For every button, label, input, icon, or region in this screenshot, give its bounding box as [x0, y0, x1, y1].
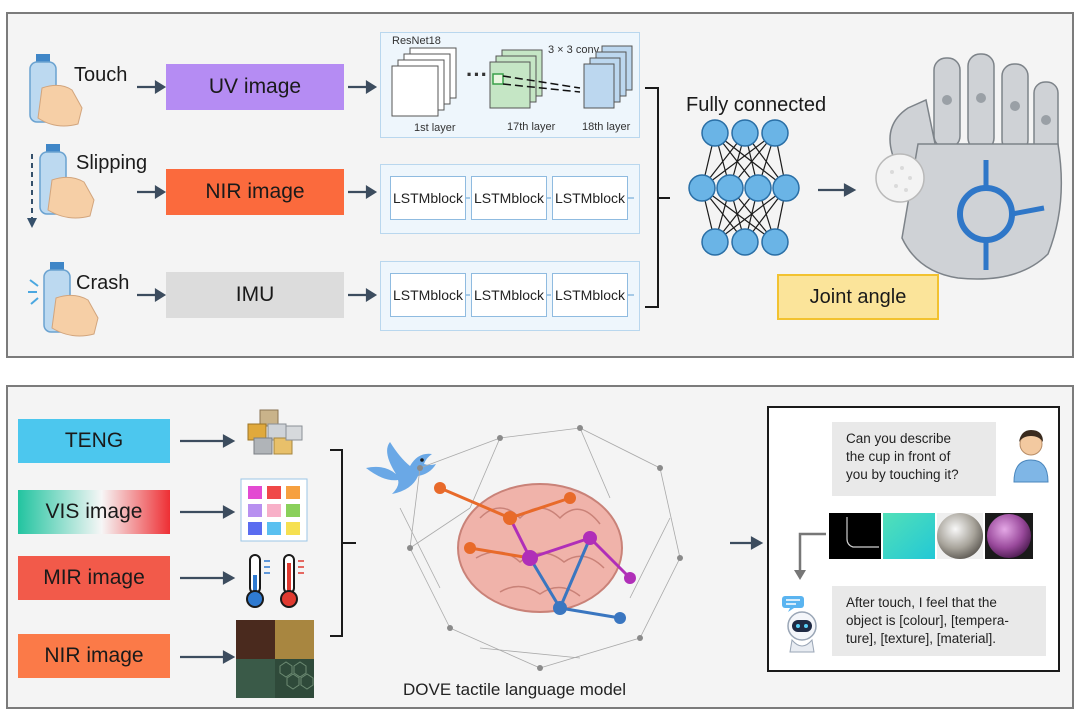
robotic-hand-icon: [875, 53, 1063, 280]
resnet-layer-18th: 18th layer: [582, 121, 631, 133]
top-left-arrows: [137, 80, 857, 308]
answer-line: ture], [texture], [material].: [846, 631, 997, 646]
teng-box: TENG: [18, 419, 170, 463]
model-title: DOVE tactile language model: [403, 680, 627, 699]
dove-bird-icon: [366, 442, 436, 494]
hand-bottle-slipping-icon: [27, 144, 95, 228]
imu-box: IMU: [166, 272, 344, 318]
color-grid-icon: [240, 478, 308, 542]
user-avatar-icon: [1013, 430, 1049, 483]
nir-image-box: NIR image: [166, 169, 344, 215]
nir-image-box-bottom: NIR image: [18, 634, 170, 678]
robot-avatar-icon: [782, 596, 817, 653]
metal-cubes-icon: [247, 409, 303, 455]
fully-connected-title: Fully connected: [686, 94, 827, 116]
resnet-dots: ···: [466, 62, 488, 87]
elbow-arrow: [794, 532, 826, 580]
question-line: you by touching it?: [846, 467, 959, 482]
answer-line: After touch, I feel that the: [846, 595, 997, 610]
question-line: Can you describe: [846, 431, 952, 446]
lstm-connectors: [466, 197, 634, 296]
joint-angle-output: Joint angle: [777, 274, 939, 320]
answer-sample-images: [829, 513, 1033, 559]
vis-image-box: VIS image: [18, 490, 170, 534]
hand-bottle-touch-icon: [29, 54, 83, 127]
mir-image-box: MIR image: [18, 556, 170, 600]
fully-connected-network: [688, 119, 800, 256]
user-question-bubble: Can you describe the cup in front of you…: [832, 422, 996, 496]
hand-bottle-crash-icon: [28, 262, 99, 337]
event-label-touch: Touch: [74, 64, 128, 86]
resnet-layer-17th: 17th layer: [507, 121, 556, 133]
brain-network-icon: [399, 425, 683, 671]
question-line: the cup in front of: [846, 449, 951, 464]
bottom-arrows: [180, 434, 764, 664]
thermometer-icon: [246, 554, 304, 608]
resnet-layer-1st: 1st layer: [414, 122, 456, 134]
answer-line: object is [colour], [tempera-: [846, 613, 1009, 628]
resnet-feature-maps: [391, 45, 633, 117]
event-label-crash: Crash: [76, 272, 130, 294]
model-answer-bubble: After touch, I feel that the object is […: [832, 586, 1046, 656]
resnet18-title: ResNet18: [392, 35, 441, 47]
uv-image-box: UV image: [166, 64, 344, 110]
texture-samples-icon: [236, 620, 314, 698]
conv-label: 3 × 3 conv: [548, 44, 600, 56]
event-label-slipping: Slipping: [76, 152, 148, 174]
